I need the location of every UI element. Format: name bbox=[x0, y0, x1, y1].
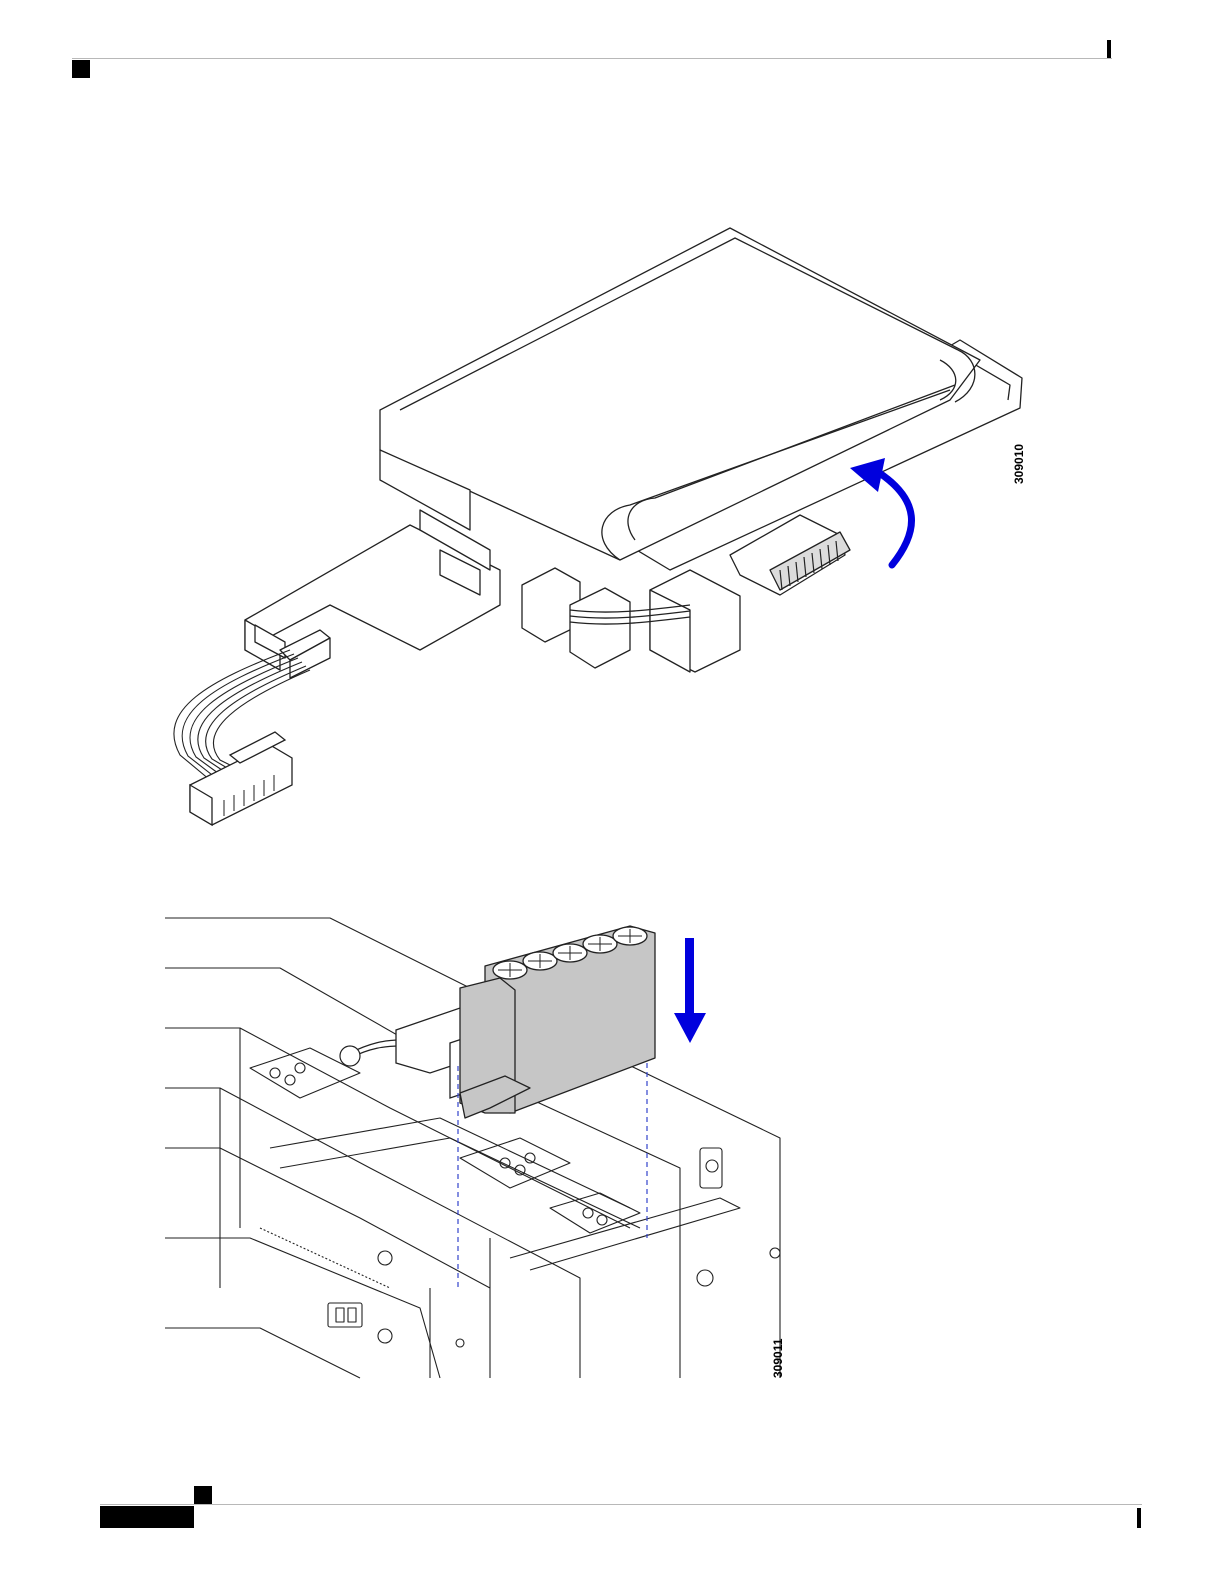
insert-down-arrow-icon bbox=[674, 938, 706, 1043]
header-page-marker bbox=[72, 60, 90, 78]
header-section-tick bbox=[1107, 40, 1111, 58]
chassis-install-illustration bbox=[160, 908, 800, 1388]
footer-section-tick bbox=[1137, 1508, 1141, 1528]
footer-rule bbox=[100, 1504, 1142, 1505]
figure-id-label: 309011 bbox=[771, 1339, 785, 1378]
figure-battery-cable-rotate bbox=[150, 210, 1050, 830]
header-rule bbox=[72, 58, 1112, 59]
rotate-arrow-icon bbox=[850, 458, 912, 565]
footer-page-tab bbox=[100, 1506, 194, 1528]
figure-id-label: 309010 bbox=[1012, 444, 1026, 484]
figure-battery-install-chassis bbox=[160, 908, 800, 1388]
footer-page-marker bbox=[194, 1486, 212, 1504]
battery-module-illustration bbox=[150, 210, 1050, 830]
